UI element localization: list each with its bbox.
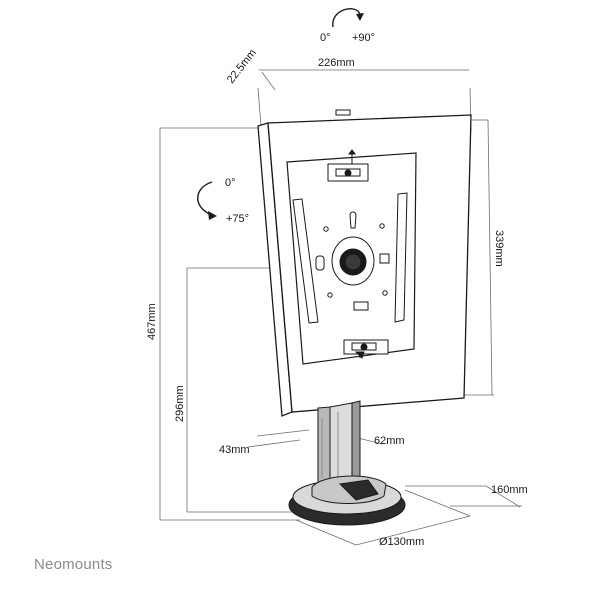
dim-pole-width-label: 62mm (374, 435, 405, 447)
dim-total-height-label: 467mm (146, 303, 158, 340)
rotation-arrowhead-top-icon (356, 13, 364, 21)
brand-logo-text: Neomounts (34, 556, 113, 573)
dim-base-depth-label: 160mm (491, 484, 528, 496)
dim-pole-depth-label: 43mm (219, 444, 250, 456)
rotation-top-start-label: 0° (320, 32, 331, 44)
tablet-enclosure (257, 109, 472, 417)
rotation-indicator-top: 0° +90° (320, 8, 375, 44)
dim-width-label: 226mm (318, 57, 355, 69)
dim-depth-label: 22.5mm (225, 47, 259, 86)
rotation-arrow-side-icon (197, 181, 213, 216)
stand-base (288, 475, 406, 526)
center-mount (315, 211, 390, 311)
stand-pole (317, 400, 361, 483)
rotation-top-end-label: +90° (352, 32, 375, 44)
top-clamp (327, 149, 369, 182)
rotation-side-end-label: +75° (226, 213, 249, 225)
dim-panel-height-label: 339mm (493, 230, 505, 267)
dim-base-diameter-label: Ø130mm (379, 536, 424, 548)
rotation-indicator-side: 0° +75° (197, 177, 249, 225)
bottom-clamp (343, 339, 389, 359)
rotation-arrow-top-icon (332, 8, 361, 28)
rotation-side-start-label: 0° (225, 177, 236, 189)
rotation-arrowhead-side-icon (208, 211, 217, 220)
dim-pivot-height-label: 296mm (174, 385, 186, 422)
dimension-lines (159, 69, 522, 546)
